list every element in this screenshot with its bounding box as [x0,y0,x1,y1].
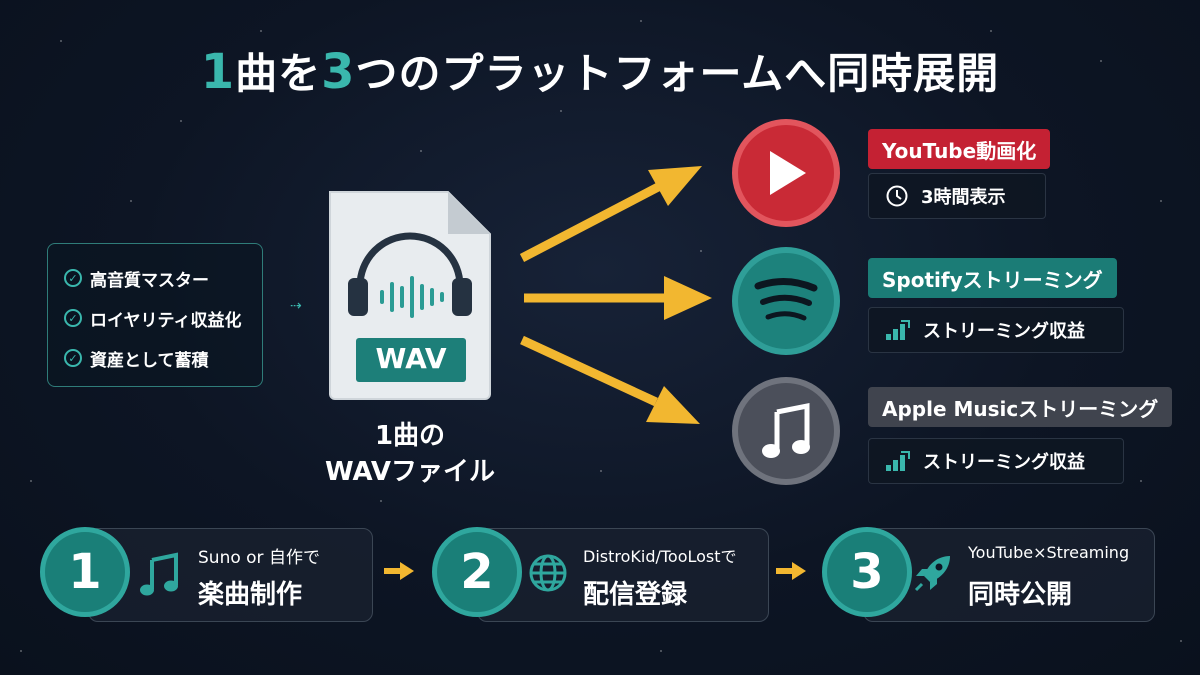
step-arrow-2-head [792,562,806,580]
step-arrow-1-shaft [384,568,402,574]
title-text-b: つのプラットフォームへ同時展開 [355,49,1000,98]
title-number-three: 3 [321,44,356,100]
checklist-item-label: 高音質マスター [90,270,209,291]
step-3-caption: YouTube×Streaming [968,543,1130,562]
checklist-arrow-icon: ⇢ [290,298,302,314]
step-arrow-2-shaft [776,568,794,574]
apple-music-title-badge: Apple Musicストリーミング [868,387,1173,427]
youtube-title-badge: YouTube動画化 [868,129,1051,169]
step-number-1: 1 [40,527,130,617]
wav-caption-line2: WAVファイル [325,457,495,487]
apple-music-subtitle-label: ストリーミング収益 [923,452,1085,473]
wav-file-icon [329,191,491,400]
checklist-item: ✓ 高音質マスター [64,258,262,298]
arrowhead-youtube [648,166,702,206]
apple-music-subtitle: ストリーミング収益 [868,438,1124,484]
step-number-2: 2 [432,527,522,617]
wav-file-caption: 1曲の WAVファイル [310,418,510,490]
step-1-title: 楽曲制作 [198,580,303,610]
check-icon: ✓ [64,309,82,327]
arrowhead-apple [646,386,700,424]
title-number-one: 1 [200,44,236,100]
title-text-a: 曲を [235,49,322,98]
step-arrow-1-head [400,562,414,580]
arrowhead-spotify [664,276,712,320]
bar-chart-icon [885,319,911,341]
step-3-title: 同時公開 [968,580,1073,610]
step-number-3: 3 [822,527,912,617]
spotify-title-badge: Spotifyストリーミング [868,258,1117,298]
check-icon: ✓ [64,349,82,367]
youtube-subtitle-label: 3時間表示 [921,187,1006,208]
step-1-caption: Suno or 自作で [198,548,320,568]
checklist-item: ✓ 資産として蓄積 [64,338,262,378]
bar-chart-icon [885,450,911,472]
wav-badge-label: WAV [375,342,447,375]
step-card-2 [477,528,769,622]
arrow-to-apple [520,335,658,407]
rocket-icon [912,552,954,598]
spotify-subtitle-label: ストリーミング収益 [923,321,1085,342]
checklist-item: ✓ ロイヤリティ収益化 [64,298,262,338]
arrow-to-youtube [519,182,663,262]
spotify-icon [732,247,840,355]
check-icon: ✓ [64,269,82,287]
checklist-item-label: ロイヤリティ収益化 [90,310,242,331]
step-card-1 [88,528,373,622]
feature-checklist: ✓ 高音質マスター ✓ ロイヤリティ収益化 ✓ 資産として蓄積 [47,243,263,387]
page-title: 1曲を3つのプラットフォームへ同時展開 [0,40,1200,101]
music-note-icon [140,552,180,600]
clock-icon [885,184,909,208]
checklist-item-label: 資産として蓄積 [90,350,209,371]
music-note-icon [732,377,840,485]
step-2-title: 配信登録 [583,580,688,610]
youtube-play-icon [732,119,840,227]
spotify-subtitle: ストリーミング収益 [868,307,1124,353]
globe-icon [527,552,569,598]
step-2-caption: DistroKid/TooLostで [583,547,737,566]
youtube-subtitle: 3時間表示 [868,173,1046,219]
wav-caption-line1: 1曲の [374,421,446,451]
